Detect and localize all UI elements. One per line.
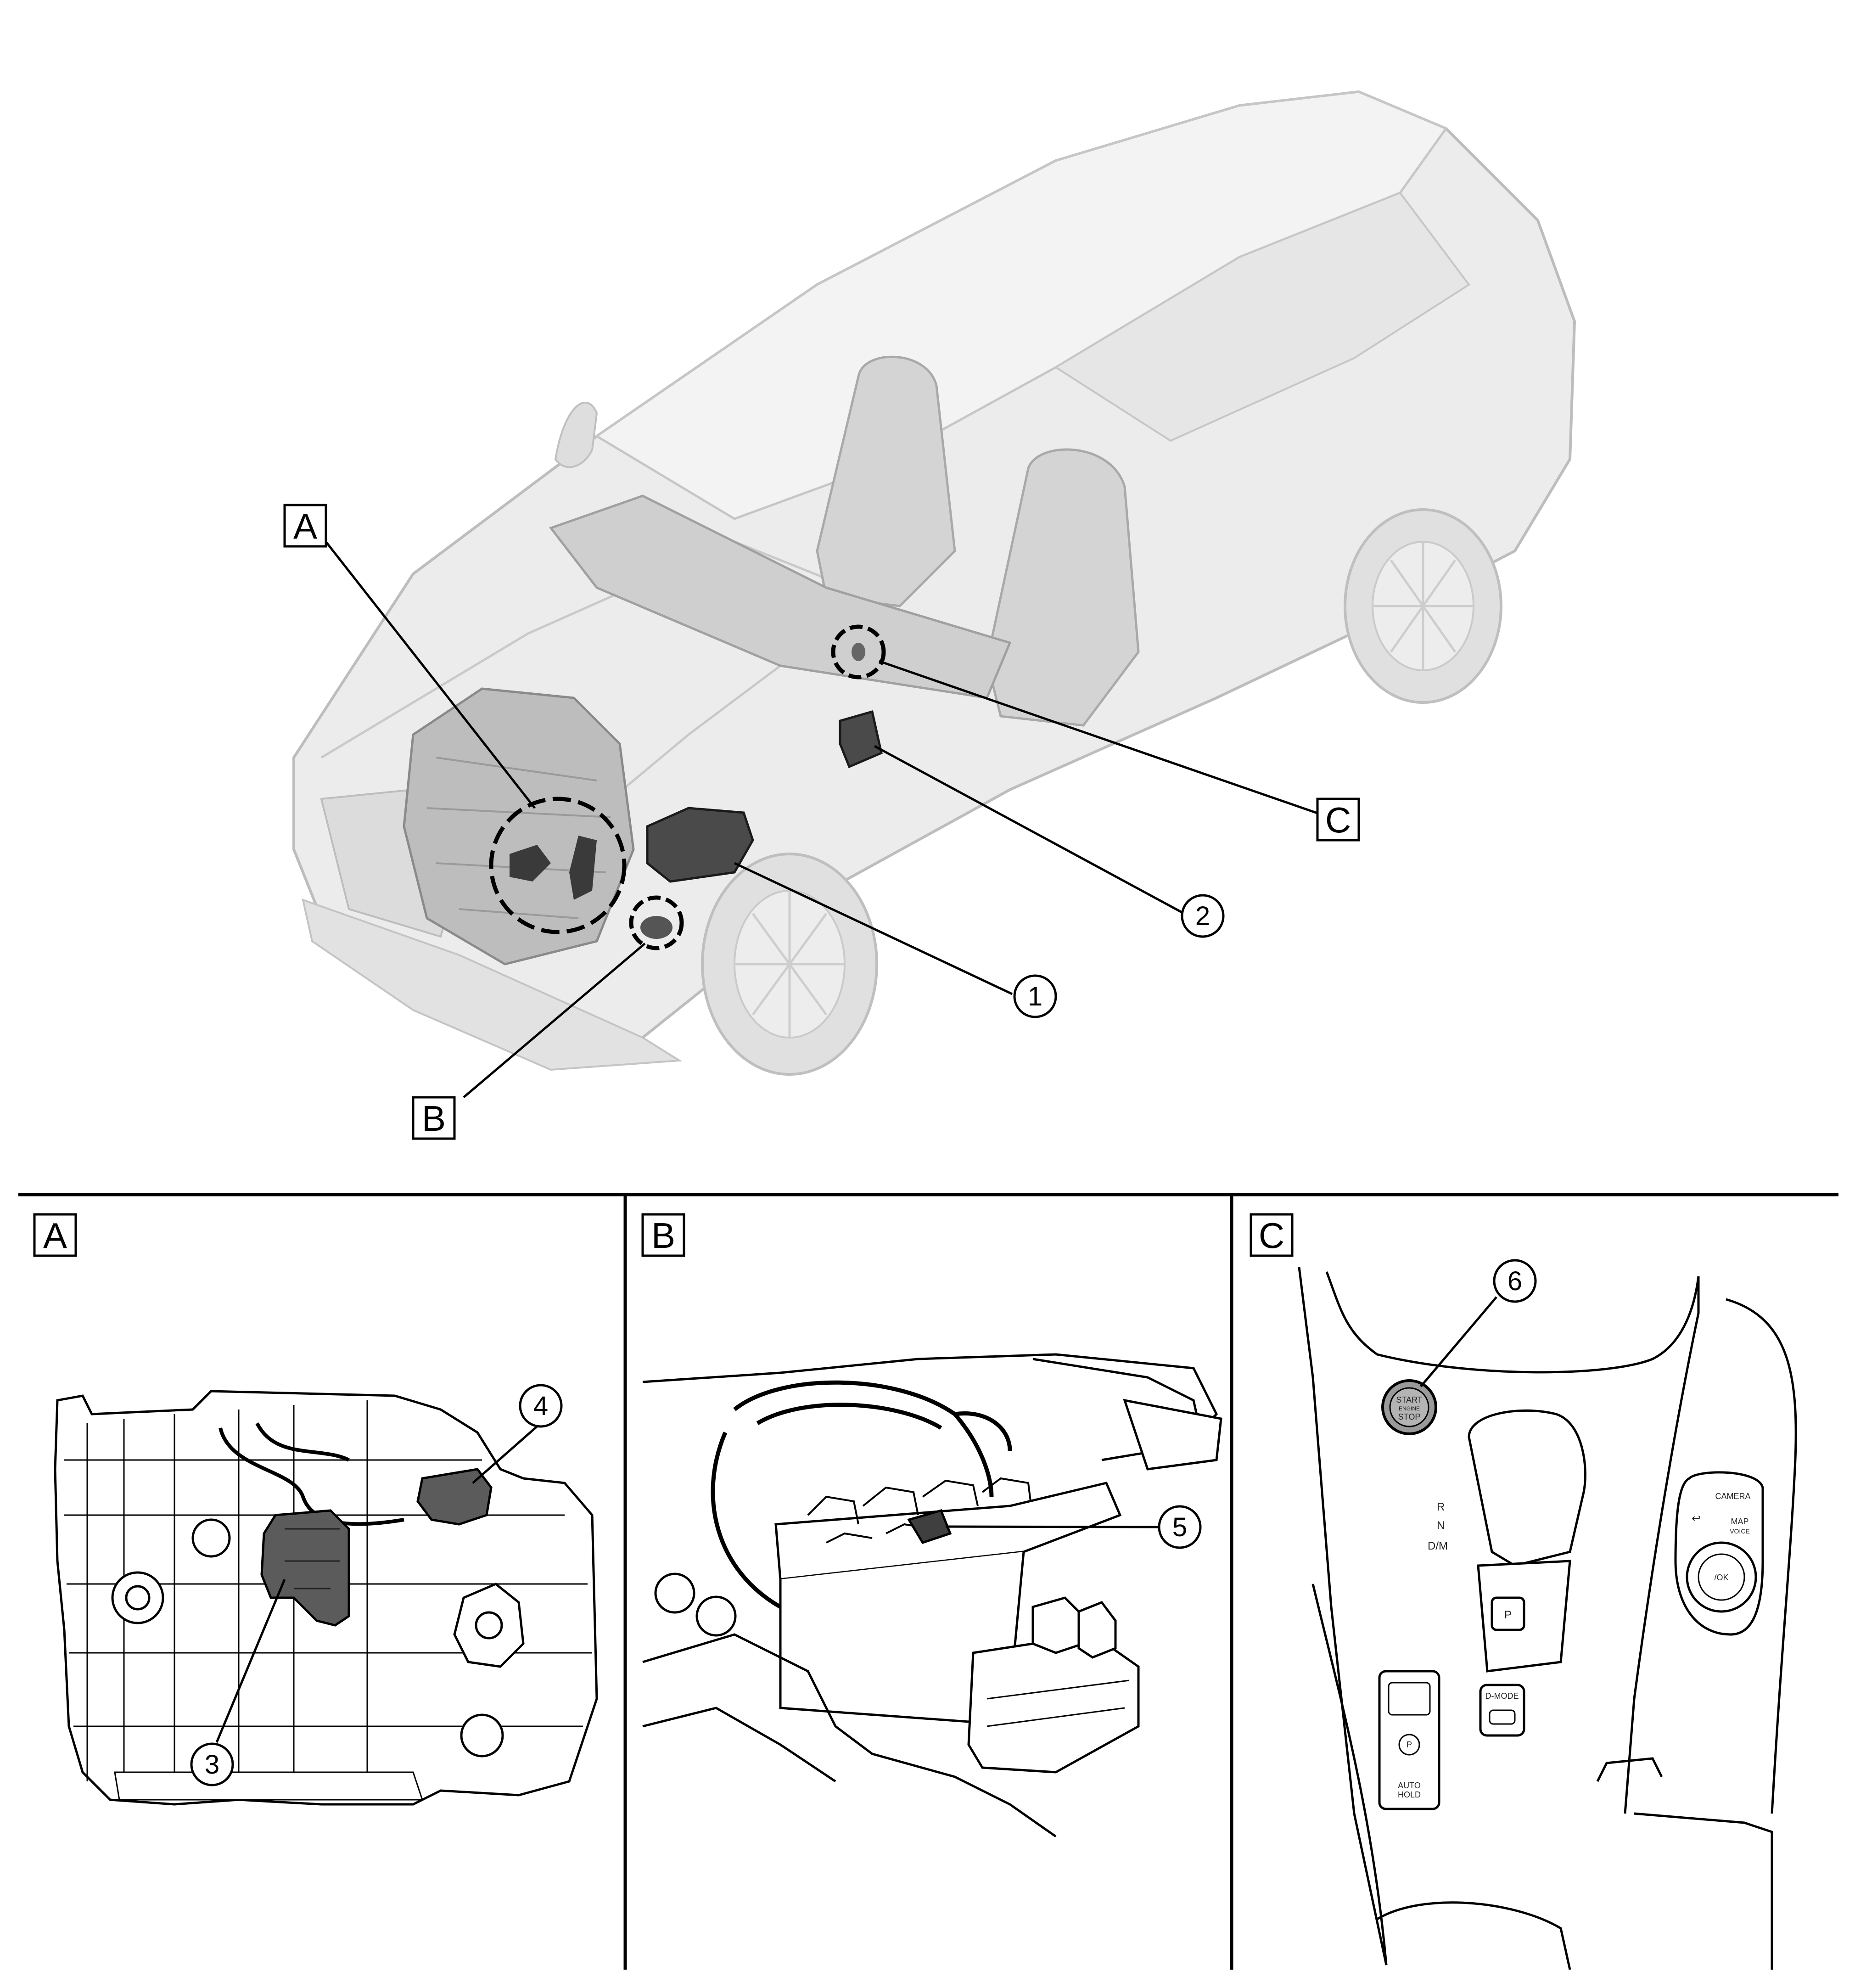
overview-leader-lines <box>325 541 1336 1098</box>
component-3 <box>260 1509 350 1627</box>
panel-a: A 3 <box>33 1213 598 1806</box>
svg-text:6: 6 <box>1508 1266 1522 1296</box>
svg-text:STOP: STOP <box>1398 1412 1421 1421</box>
svg-text:D/M: D/M <box>1428 1540 1448 1552</box>
svg-text:B: B <box>651 1215 675 1256</box>
component-1 <box>646 807 754 883</box>
rear-wheel <box>1344 508 1502 704</box>
svg-text:P: P <box>1504 1609 1512 1621</box>
panel-frame <box>18 1193 1838 1970</box>
infotainment-controller: /OK CAMERA MAP VOICE ↩ <box>1674 1471 1764 1636</box>
callout-4: 4 <box>519 1384 563 1428</box>
dashboard <box>549 494 1012 699</box>
svg-text:1: 1 <box>1028 982 1042 1011</box>
side-mirror <box>554 401 598 468</box>
svg-text:P: P <box>1407 1740 1412 1749</box>
svg-text:MAP: MAP <box>1731 1517 1749 1526</box>
svg-text:A: A <box>293 506 317 546</box>
svg-text:C: C <box>1325 800 1351 840</box>
component-5 <box>907 1509 952 1544</box>
svg-text:A: A <box>43 1215 67 1256</box>
panel-c-label: C <box>1250 1213 1294 1257</box>
front-seat-left <box>816 355 956 607</box>
panel-b-label: B <box>641 1213 685 1257</box>
panel-a-label: A <box>33 1213 77 1257</box>
gear-shifter <box>1468 1409 1586 1673</box>
callout-5: 5 <box>1158 1505 1202 1549</box>
detail-circle-a <box>489 797 627 934</box>
component-2 <box>839 710 883 769</box>
svg-text:5: 5 <box>1172 1512 1187 1542</box>
callout-1: 1 <box>1013 974 1057 1018</box>
svg-text:D-MODE: D-MODE <box>1485 1691 1519 1701</box>
detail-circle-c <box>831 624 886 680</box>
back-icon: ↩ <box>1692 1512 1701 1525</box>
front-seat-right <box>986 448 1140 727</box>
label-box-a: A <box>283 504 327 548</box>
callout-3: 3 <box>190 1742 234 1786</box>
svg-text:VOICE: VOICE <box>1730 1528 1750 1535</box>
callout-6: 6 <box>1493 1259 1537 1303</box>
side-windows <box>1054 191 1470 442</box>
svg-text:START: START <box>1396 1395 1422 1404</box>
vehicle-overview <box>292 90 1576 1076</box>
console-drawing <box>1298 1267 1797 1970</box>
svg-text:4: 4 <box>533 1391 548 1421</box>
svg-text:C: C <box>1259 1215 1284 1256</box>
label-box-c: C <box>1316 797 1360 842</box>
detail-circle-b <box>629 895 684 950</box>
svg-text:3: 3 <box>205 1750 219 1780</box>
start-stop-button: START ENGINE STOP <box>1381 1379 1437 1435</box>
svg-text:2: 2 <box>1195 901 1210 931</box>
label-box-b: B <box>412 1096 456 1140</box>
svg-text:/OK: /OK <box>1714 1573 1728 1582</box>
svg-text:ENGINE: ENGINE <box>1399 1405 1420 1412</box>
svg-text:AUTO: AUTO <box>1398 1781 1421 1790</box>
engine-assembly <box>403 687 635 966</box>
panel-b: B <box>641 1213 1222 1838</box>
callout-2: 2 <box>1181 894 1225 938</box>
d-mode-switch: D-MODE <box>1479 1684 1525 1737</box>
front-wheel <box>701 853 878 1076</box>
panel-c: C START ENGINE STOP 6 <box>1250 1213 1797 1970</box>
svg-text:R: R <box>1437 1501 1445 1513</box>
svg-text:N: N <box>1437 1519 1445 1532</box>
engine-bay-drawing <box>642 1353 1222 1838</box>
svg-text:CAMERA: CAMERA <box>1715 1492 1750 1501</box>
svg-text:B: B <box>422 1098 446 1139</box>
svg-text:HOLD: HOLD <box>1398 1790 1421 1799</box>
epb-auto-hold-switch: P AUTO HOLD <box>1378 1670 1440 1810</box>
